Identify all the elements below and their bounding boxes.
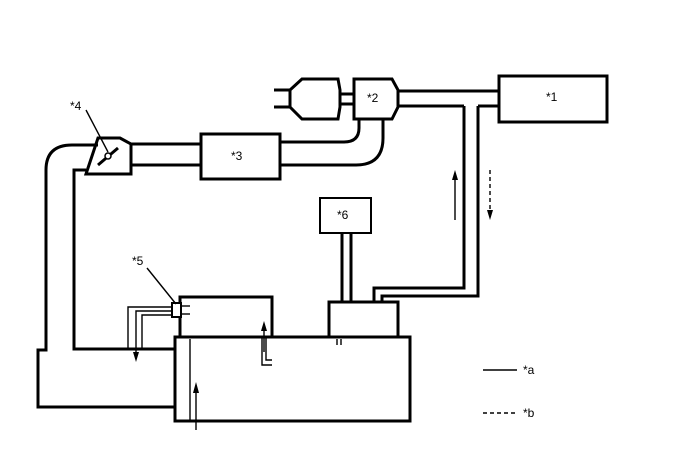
leader-5 [146, 267, 177, 305]
pipe-2-to-3-inner [280, 119, 361, 144]
label-1: *1 [546, 90, 558, 104]
pipe-vertical-outer [380, 106, 480, 302]
pump-inner-pipe [261, 337, 272, 366]
label-6: *6 [337, 208, 349, 222]
pump-module-box [178, 295, 274, 339]
vent-arrow-down-head [133, 352, 139, 362]
pipe-2-to-3-outer [280, 119, 385, 167]
filler-arrow-head [193, 382, 199, 393]
legend-dashed-label: *b [523, 406, 535, 420]
vent-line-mid [135, 310, 172, 354]
legend-solid-label: *a [523, 363, 535, 377]
component-6-box [319, 197, 372, 234]
vent-line-outer [127, 306, 172, 349]
flow-arrow-up-head [452, 170, 458, 180]
vent-line-inner [141, 314, 172, 349]
component-1-box [497, 74, 609, 124]
label-3: *3 [231, 149, 243, 163]
left-loop-inner [72, 168, 175, 351]
leader-4 [85, 109, 109, 153]
left-air-component [288, 77, 342, 121]
label-5: *5 [132, 254, 144, 268]
fuel-tank [173, 335, 412, 423]
valve-4-pivot [104, 152, 112, 160]
pump-inner-pipe-2 [265, 337, 272, 361]
label-2: *2 [367, 91, 379, 105]
component-2-box [352, 77, 400, 121]
pipe-vertical-inner [372, 106, 466, 302]
component-5-sensor [171, 302, 182, 318]
label-4: *4 [70, 99, 82, 113]
component-3-box [199, 132, 282, 181]
canister-box [327, 300, 400, 341]
left-loop-outer [36, 143, 175, 409]
pump-arrow-up-head [261, 321, 267, 331]
flow-arrow-down-head [487, 210, 493, 220]
